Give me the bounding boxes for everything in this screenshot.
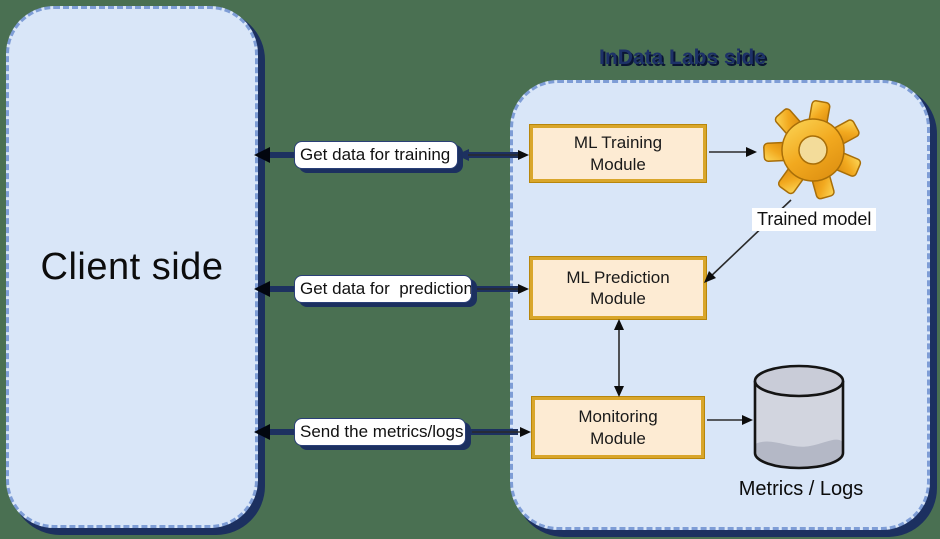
indata-panel-title: InData Labs side: [599, 46, 766, 69]
module-monitoring: Monitoring Module: [532, 397, 704, 458]
flow-label-metrics: Send the metrics/logs: [294, 418, 466, 446]
flow-label-training: Get data for training: [294, 141, 458, 169]
client-panel: Client side: [6, 6, 258, 528]
module-monitoring-label: Monitoring Module: [578, 407, 658, 448]
module-training: ML Training Module: [530, 125, 706, 182]
trained-model-label: Trained model: [752, 208, 877, 231]
metrics-logs-label: Metrics / Logs: [738, 478, 864, 500]
module-prediction: ML Prediction Module: [530, 257, 706, 319]
client-panel-label: Client side: [40, 245, 224, 288]
module-prediction-label: ML Prediction Module: [566, 267, 670, 308]
flow-label-prediction: Get data for prediction: [294, 275, 472, 303]
module-training-label: ML Training Module: [573, 133, 663, 174]
